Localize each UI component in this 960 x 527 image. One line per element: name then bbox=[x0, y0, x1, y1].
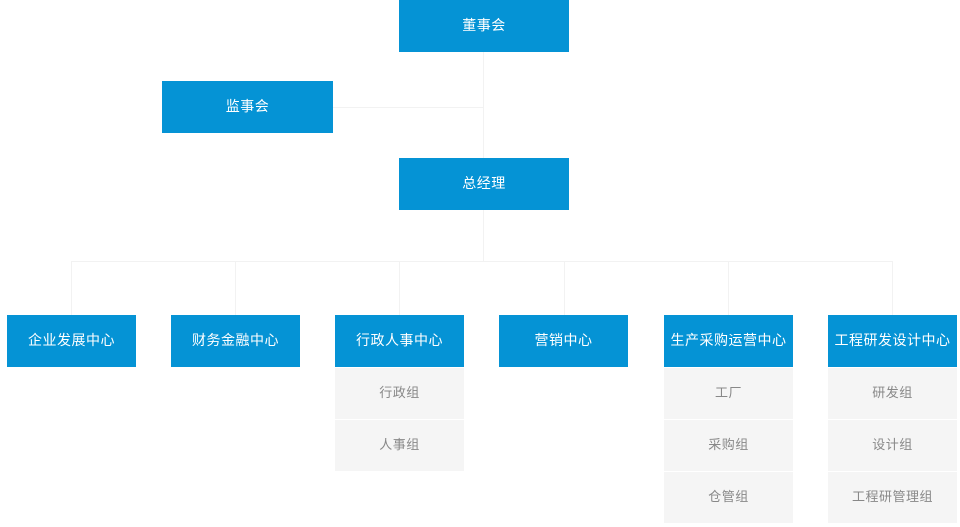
node-department-1[interactable]: 企业发展中心 bbox=[7, 315, 136, 367]
sub-stack-department-6: 研发组 设计组 工程研管理组 bbox=[828, 367, 957, 523]
connector-drop-dept-1 bbox=[71, 261, 72, 315]
node-department-3[interactable]: 行政人事中心 bbox=[335, 315, 464, 367]
node-subgroup-6-3[interactable]: 工程研管理组 bbox=[828, 471, 957, 523]
node-subgroup-3-1[interactable]: 行政组 bbox=[335, 367, 464, 419]
node-subgroup-5-3[interactable]: 仓管组 bbox=[664, 471, 793, 523]
connector-drop-dept-5 bbox=[728, 261, 729, 315]
node-department-5[interactable]: 生产采购运营中心 bbox=[664, 315, 793, 367]
sub-stack-department-3: 行政组 人事组 bbox=[335, 367, 464, 471]
connector-drop-dept-2 bbox=[235, 261, 236, 315]
node-subgroup-5-2[interactable]: 采购组 bbox=[664, 419, 793, 471]
node-general-manager[interactable]: 总经理 bbox=[399, 158, 569, 210]
node-department-2[interactable]: 财务金融中心 bbox=[171, 315, 300, 367]
node-subgroup-6-1[interactable]: 研发组 bbox=[828, 367, 957, 419]
connector-supervisors-to-trunk bbox=[333, 107, 484, 108]
connector-manager-to-bus bbox=[483, 210, 484, 262]
connector-drop-dept-4 bbox=[564, 261, 565, 315]
node-subgroup-6-2[interactable]: 设计组 bbox=[828, 419, 957, 471]
node-department-6[interactable]: 工程研发设计中心 bbox=[828, 315, 957, 367]
connector-department-bus bbox=[71, 261, 892, 262]
node-board-of-supervisors[interactable]: 监事会 bbox=[162, 81, 333, 133]
node-department-4[interactable]: 营销中心 bbox=[499, 315, 628, 367]
connector-drop-dept-6 bbox=[892, 261, 893, 315]
sub-stack-department-5: 工厂 采购组 仓管组 bbox=[664, 367, 793, 523]
connector-directors-to-manager bbox=[483, 52, 484, 158]
node-board-of-directors[interactable]: 董事会 bbox=[399, 0, 569, 52]
node-subgroup-3-2[interactable]: 人事组 bbox=[335, 419, 464, 471]
node-subgroup-5-1[interactable]: 工厂 bbox=[664, 367, 793, 419]
connector-drop-dept-3 bbox=[399, 261, 400, 315]
